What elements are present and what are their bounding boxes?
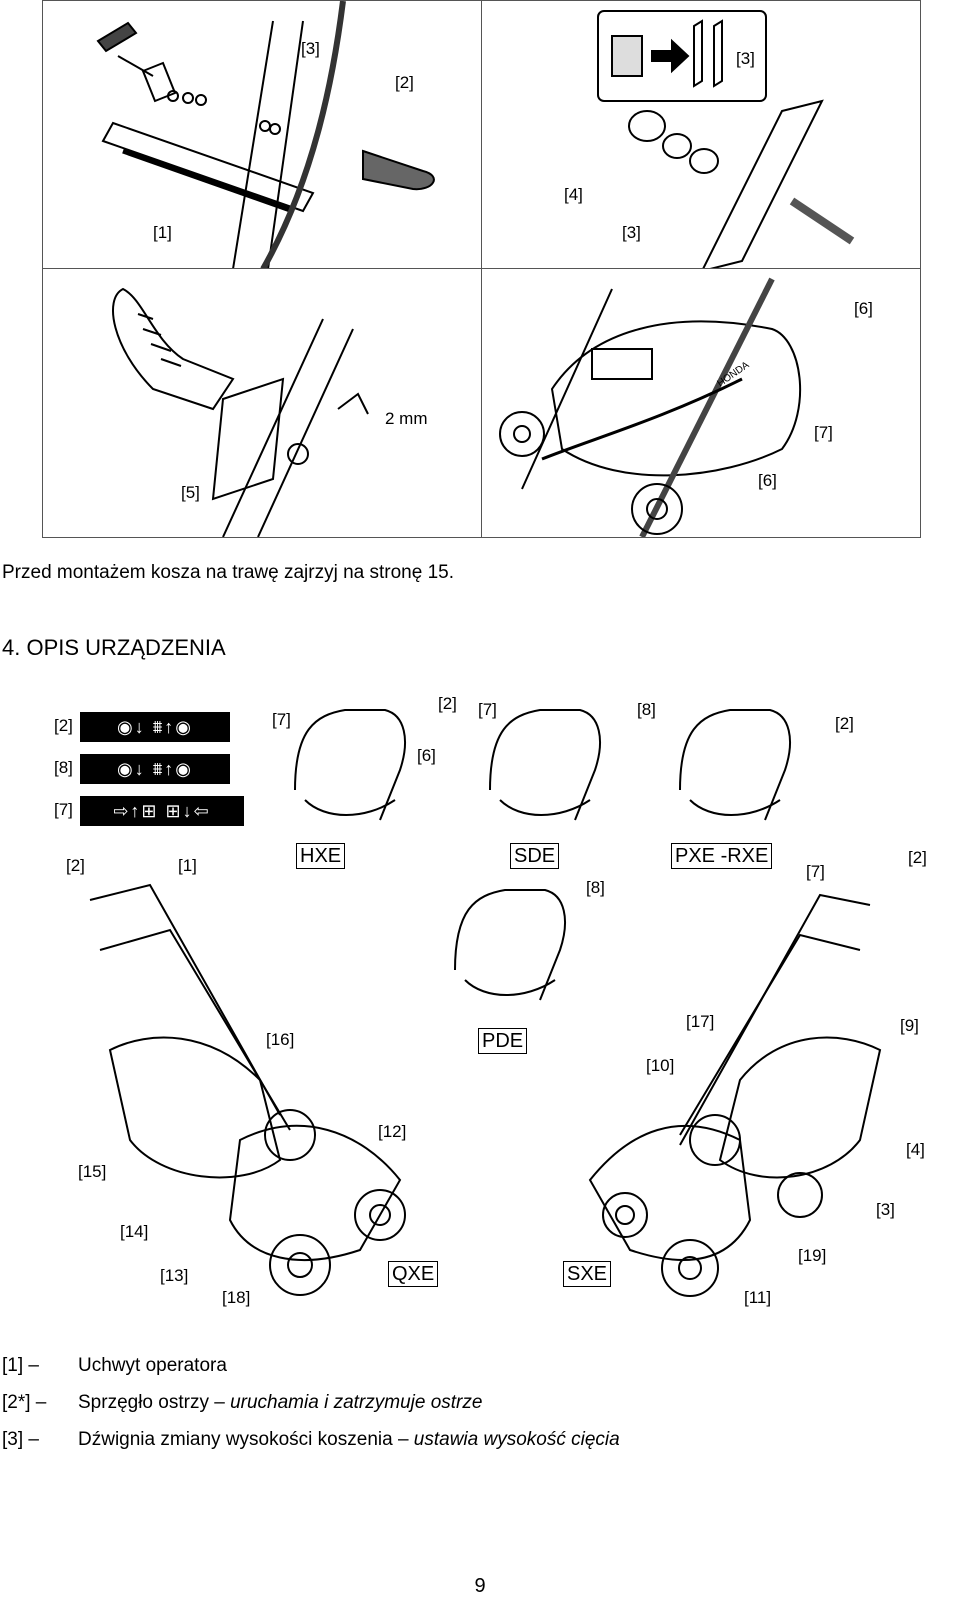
- clutch-lever-gap-illustration: [112, 287, 369, 537]
- label-part-2: [2]: [395, 73, 414, 92]
- callout-sxe-9: [9]: [900, 1016, 919, 1035]
- legend-key: [3] –: [2, 1429, 39, 1450]
- callout-qxe-1: [1]: [178, 856, 197, 875]
- callout-hxe-2: [2]: [438, 694, 457, 713]
- label-cable-6-bottom: [6]: [758, 471, 777, 490]
- callout-sxe-7: [7]: [806, 862, 825, 881]
- legend-key: [1] –: [2, 1355, 39, 1376]
- legend-italic: ustawia wysokość cięcia: [413, 1429, 620, 1450]
- callout-hxe-7: [7]: [272, 710, 291, 729]
- figure-panel-top-left: [3] [2] [1]: [42, 0, 484, 270]
- callout-sxe-17: [17]: [686, 1012, 715, 1031]
- icon-row-label-2: [2]: [54, 716, 73, 735]
- legend-text: Sprzęgło ostrzy –: [78, 1392, 231, 1413]
- clutch-symbol-icon-alt: ◉↓ ⩩↑◉: [80, 754, 230, 784]
- label-part-5: [5]: [181, 483, 200, 502]
- callout-sxe-3: [3]: [876, 1200, 895, 1219]
- callout-sde-8: [8]: [637, 700, 656, 719]
- callout-pxe-2: [2]: [835, 714, 854, 733]
- callout-sde-7: [7]: [478, 700, 497, 719]
- callout-sxe-2: [2]: [908, 848, 927, 867]
- legend-item-1: [1] – Uchwyt operatora: [2, 1355, 227, 1377]
- callout-qxe-16: [16]: [266, 1030, 295, 1049]
- label-cable-guide-7: [7]: [814, 423, 833, 442]
- model-label-hxe: HXE: [296, 843, 346, 869]
- model-label-qxe: QXE: [388, 1261, 439, 1287]
- callout-pde-8: [8]: [586, 878, 605, 897]
- callout-qxe-12: [12]: [378, 1122, 407, 1141]
- legend-item-2: [2*] – Sprzęgło ostrzy – uruchamia i zatr…: [2, 1392, 482, 1414]
- install-note: Przed montażem kosza na trawę zajrzyj na…: [2, 562, 454, 583]
- model-label-sxe: SXE: [563, 1261, 612, 1287]
- clutch-symbol-icon: ◉↓ ⩩↑◉: [80, 712, 230, 742]
- callout-qxe-18: [18]: [222, 1288, 251, 1307]
- page-number: 9: [474, 1575, 486, 1597]
- callout-qxe-14: [14]: [120, 1222, 149, 1241]
- callout-qxe-13: [13]: [160, 1266, 189, 1285]
- callout-qxe-15: [15]: [78, 1162, 107, 1181]
- callout-sxe-11: [11]: [744, 1288, 772, 1307]
- legend-item-3: [3] – Dźwignia zmiany wysokości koszenia …: [2, 1429, 620, 1451]
- label-gap-measure: 2 mm: [385, 409, 428, 428]
- callout-qxe-2: [2]: [66, 856, 85, 875]
- label-washers-3: [3]: [622, 223, 641, 242]
- cable-routing-illustration: HONDA: [499, 277, 802, 537]
- model-label-pxe-rxe: PXE -RXE: [671, 843, 773, 869]
- label-washer-3-inset: [3]: [736, 49, 755, 68]
- section-heading: 4. OPIS URZĄDZENIA: [2, 635, 226, 660]
- figure-panel-bottom-right: HONDA [6] [7] [6]: [481, 268, 921, 538]
- figure-panel-bottom-left: 2 mm [5]: [42, 268, 484, 538]
- callout-sxe-10: [10]: [646, 1056, 675, 1075]
- model-label-sde: SDE: [510, 843, 560, 869]
- label-part-4: [4]: [564, 185, 583, 204]
- icon-row-label-8: [8]: [54, 758, 73, 777]
- callout-sxe-4: [4]: [906, 1140, 925, 1159]
- label-cable-6-top: [6]: [854, 299, 873, 318]
- legend-key: [2*] –: [2, 1392, 47, 1413]
- icon-row-label-7: [7]: [54, 800, 73, 819]
- callout-sxe-19: [19]: [798, 1246, 827, 1265]
- label-part-1: [1]: [153, 223, 172, 242]
- legend-text: Uchwyt operatora: [78, 1355, 227, 1376]
- drive-symbol-icon: ⇨↑⊞ ⊞↓⇦: [80, 796, 244, 826]
- washer-nut-illustration: [597, 10, 855, 269]
- label-part-3: [3]: [301, 39, 320, 58]
- figure-panel-top-right: [3] [4] [3]: [481, 0, 921, 270]
- handle-bolt-illustration: [96, 1, 435, 269]
- model-label-pde: PDE: [478, 1028, 528, 1054]
- legend-text: Dźwignia zmiany wysokości koszenia –: [78, 1429, 414, 1450]
- callout-hxe-6: [6]: [417, 746, 436, 765]
- legend-italic: uruchamia i zatrzymuje ostrze: [230, 1392, 483, 1413]
